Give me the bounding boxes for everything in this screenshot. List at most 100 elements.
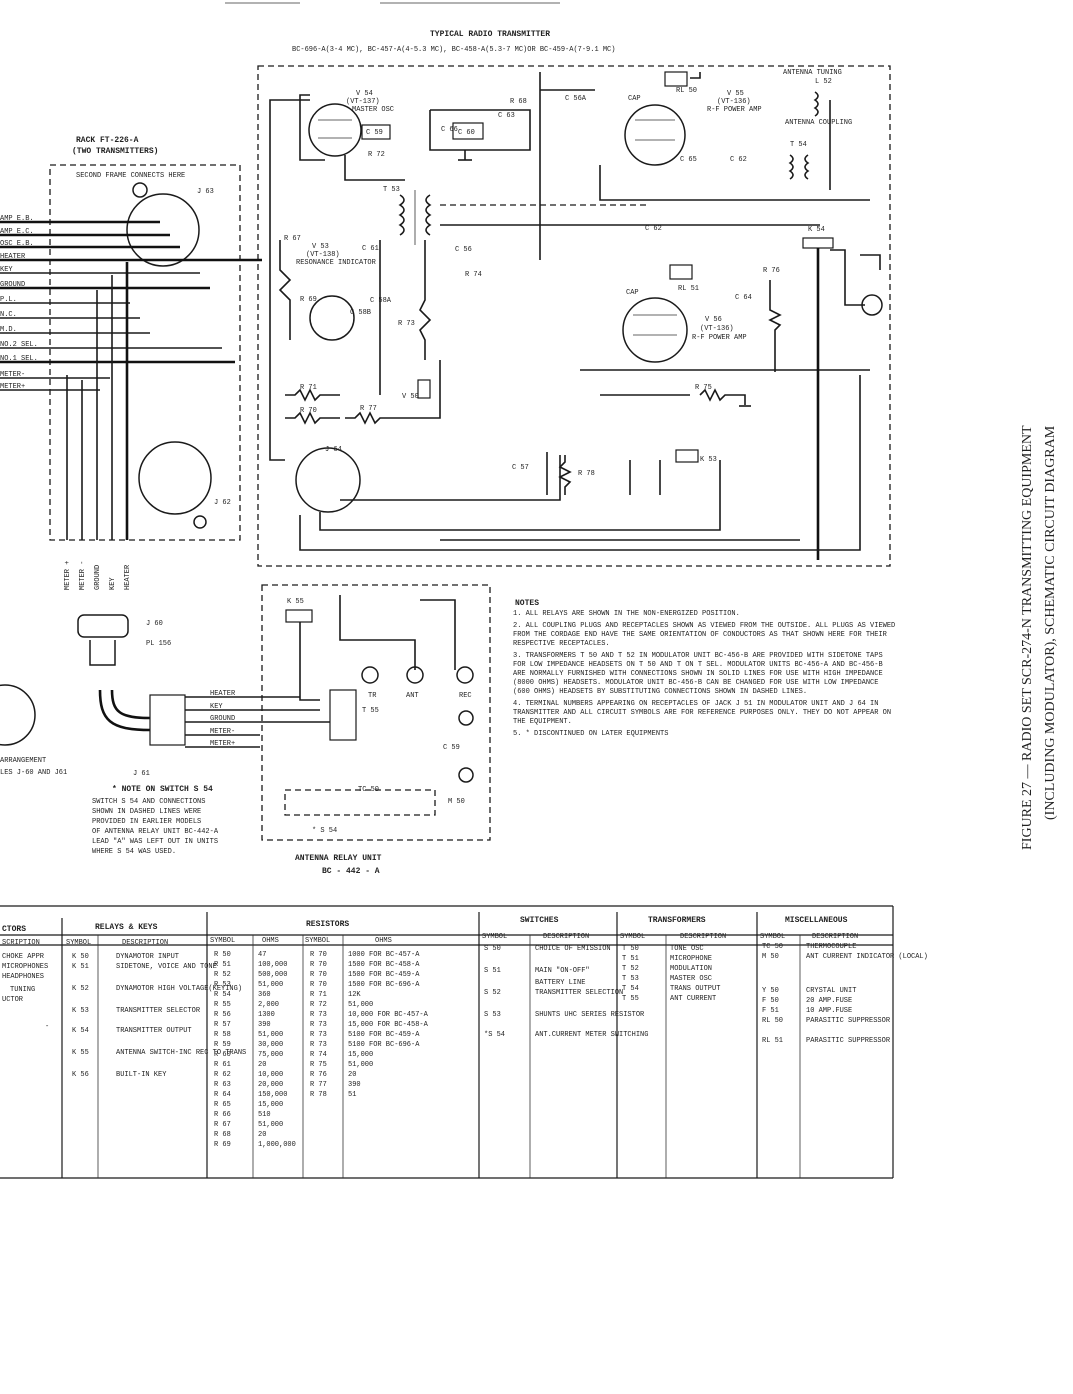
rack-frame [49, 164, 241, 541]
svg-text:PROVIDED IN EARLIER MODELS: PROVIDED IN EARLIER MODELS [92, 818, 201, 826]
svg-text:METER+: METER+ [0, 383, 25, 391]
svg-text:ANTENNA SWITCH-INC REC TO TRAN: ANTENNA SWITCH-INC REC TO TRANS [116, 1049, 246, 1057]
svg-text:C 59: C 59 [443, 744, 460, 752]
svg-text:R 71: R 71 [310, 991, 327, 999]
svg-text:(INCLUDING MODULATOR), SCHEMAT: (INCLUDING MODULATOR), SCHEMATIC CIRCUIT… [1043, 425, 1058, 820]
svg-text:SCRIPTION: SCRIPTION [2, 939, 40, 947]
svg-text:M.D.: M.D. [0, 326, 17, 334]
svg-text:R 70: R 70 [310, 971, 327, 979]
svg-text:M 50: M 50 [448, 798, 465, 806]
svg-text:10 AMP.FUSE: 10 AMP.FUSE [806, 1007, 852, 1015]
svg-text:15,000 FOR BC-458-A: 15,000 FOR BC-458-A [348, 1021, 429, 1029]
svg-text:R 70: R 70 [310, 961, 327, 969]
svg-text:T 53: T 53 [622, 975, 639, 983]
svg-text:TUNING: TUNING [10, 986, 35, 994]
svg-text:C 64: C 64 [735, 294, 752, 302]
svg-text:R 52: R 52 [214, 971, 231, 979]
svg-text:T 51: T 51 [622, 955, 639, 963]
svg-text:K 56: K 56 [72, 1071, 89, 1079]
svg-text:R 70: R 70 [300, 407, 317, 415]
svg-text:51,000: 51,000 [258, 1121, 283, 1129]
svg-text:NO.2 SEL.: NO.2 SEL. [0, 341, 38, 349]
svg-text:R 55: R 55 [214, 1001, 231, 1009]
svg-text:MICROPHONE: MICROPHONE [670, 955, 712, 963]
svg-text:510: 510 [258, 1111, 271, 1119]
svg-text:T 52: T 52 [622, 965, 639, 973]
svg-text:12K: 12K [348, 991, 361, 999]
svg-text:R 56: R 56 [214, 1011, 231, 1019]
svg-text:S 53: S 53 [484, 1011, 501, 1019]
svg-text:5100 FOR BC-696-A: 5100 FOR BC-696-A [348, 1041, 420, 1049]
svg-text:RL 50: RL 50 [762, 1017, 783, 1025]
svg-text:F 51: F 51 [762, 1007, 779, 1015]
note-3: 3. TRANSFORMERS T 50 AND T 52 IN MODULAT… [513, 652, 883, 696]
svg-text:T 54: T 54 [622, 985, 639, 993]
svg-text:500,000: 500,000 [258, 971, 287, 979]
svg-text:R 76: R 76 [763, 267, 780, 275]
receptacle-j64 [295, 447, 361, 513]
svg-text:R 64: R 64 [214, 1091, 231, 1099]
note-5: 5. * DISCONTINUED ON LATER EQUIPMENTS [513, 730, 669, 738]
svg-text:R 77: R 77 [310, 1081, 327, 1089]
svg-text:R 57: R 57 [214, 1021, 231, 1029]
svg-text:KEY: KEY [210, 703, 223, 711]
svg-text:1500 FOR BC-458-A: 1500 FOR BC-458-A [348, 961, 420, 969]
svg-text:K 55: K 55 [72, 1049, 89, 1057]
svg-text:C 61: C 61 [362, 245, 379, 253]
svg-text:R 63: R 63 [214, 1081, 231, 1089]
svg-text:390: 390 [348, 1081, 361, 1089]
svg-text:R 78: R 78 [578, 470, 595, 478]
svg-text:C 66: C 66 [441, 126, 458, 134]
svg-text:AMP E.C.: AMP E.C. [0, 228, 34, 236]
transmitter-frame [257, 65, 891, 567]
svg-text:15,000: 15,000 [258, 1101, 283, 1109]
svg-text:150,000: 150,000 [258, 1091, 287, 1099]
plug-pl156 [77, 614, 129, 638]
svg-text:(VT-138): (VT-138) [306, 251, 340, 259]
svg-text:*S 54: *S 54 [484, 1031, 505, 1039]
svg-text:K 55: K 55 [287, 598, 304, 606]
svg-text:R 76: R 76 [310, 1071, 327, 1079]
svg-text:AMP E.B.: AMP E.B. [0, 215, 34, 223]
svg-text:ANT CURRENT INDICATOR (LOCAL): ANT CURRENT INDICATOR (LOCAL) [806, 953, 928, 961]
svg-text:SIDETONE, VOICE AND TONE: SIDETONE, VOICE AND TONE [116, 963, 217, 971]
svg-text:C 56: C 56 [455, 246, 472, 254]
svg-text:* S 54: * S 54 [312, 827, 337, 835]
svg-text:V 55: V 55 [727, 90, 744, 98]
rack-subtitle: (TWO TRANSMITTERS) [72, 147, 158, 156]
svg-text:V 53: V 53 [312, 243, 329, 251]
svg-text:SWITCHES: SWITCHES [520, 916, 559, 925]
svg-text:K 52: K 52 [72, 985, 89, 993]
svg-text:HEADPHONES: HEADPHONES [2, 973, 44, 981]
svg-text:R-F POWER AMP: R-F POWER AMP [692, 334, 747, 342]
svg-text:TRANSFORMERS: TRANSFORMERS [648, 916, 706, 925]
svg-text:GROUND: GROUND [0, 281, 25, 289]
svg-text:TRANSMITTER OUTPUT: TRANSMITTER OUTPUT [116, 1027, 192, 1035]
svg-text:R 70: R 70 [310, 981, 327, 989]
svg-text:HEATER: HEATER [124, 564, 132, 590]
note-4: 4. TERMINAL NUMBERS APPEARING ON RECEPTA… [513, 700, 892, 726]
tube-v56 [622, 297, 688, 363]
rec-jack [456, 666, 474, 684]
svg-text:K 53: K 53 [72, 1007, 89, 1015]
svg-text:OHMS: OHMS [375, 937, 392, 945]
svg-text:K 50: K 50 [72, 953, 89, 961]
note-2: 2. ALL COUPLING PLUGS AND RECEPTACLES SH… [513, 622, 896, 648]
svg-text:C 60: C 60 [458, 129, 475, 137]
svg-text:20: 20 [258, 1131, 266, 1139]
svg-text:J 63: J 63 [197, 188, 214, 196]
svg-text:R-F POWER AMP: R-F POWER AMP [707, 106, 762, 114]
svg-text:V 56: V 56 [705, 316, 722, 324]
svg-text:S 50: S 50 [484, 945, 501, 953]
transmitter-subtitle: BC-696-A(3-4 MC), BC-457-A(4-5.3 MC), BC… [292, 46, 615, 54]
svg-text:R 72: R 72 [310, 1001, 327, 1009]
notes-section: NOTES 1. ALL RELAYS ARE SHOWN IN THE NON… [513, 599, 896, 738]
svg-text:GROUND: GROUND [94, 565, 102, 590]
transmitter-title: TYPICAL RADIO TRANSMITTER [430, 30, 550, 39]
svg-text:WHERE S 54 WAS USED.: WHERE S 54 WAS USED. [92, 848, 176, 856]
svg-text:R 68: R 68 [510, 98, 527, 106]
svg-text:OF ANTENNA RELAY UNIT BC-442-A: OF ANTENNA RELAY UNIT BC-442-A [92, 828, 219, 836]
svg-text:L 52: L 52 [815, 78, 832, 86]
svg-text:51,000: 51,000 [348, 1001, 373, 1009]
svg-text:P.L.: P.L. [0, 296, 17, 304]
